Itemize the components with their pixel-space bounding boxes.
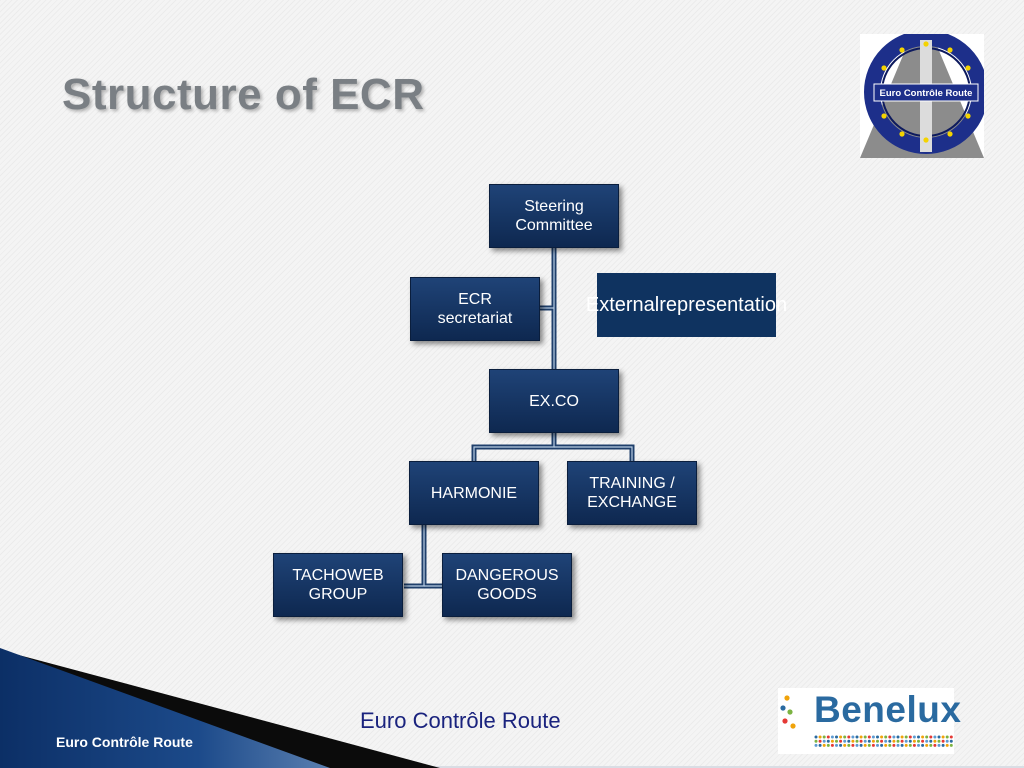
external-line2: representation	[659, 293, 788, 316]
node-training-line2: EXCHANGE	[587, 494, 677, 511]
footer-center-label: Euro Contrôle Route	[360, 708, 561, 733]
node-secretariat-line1: ECR	[458, 291, 492, 308]
node-secretariat-line2: secretariat	[437, 310, 513, 327]
node-dangerous-line1: DANGEROUS	[455, 567, 559, 584]
node-harmonie: HARMONIE	[409, 461, 539, 525]
ecr-logo: Euro Contrôle Route	[860, 34, 984, 158]
benelux-logo-text: Benelux	[814, 689, 962, 730]
external-representation-box: Externalrepresentation	[586, 273, 787, 337]
node-tachoweb-line2: GROUP	[308, 586, 368, 603]
external-line1: External	[585, 293, 660, 316]
node-dangerous-line2: GOODS	[477, 586, 537, 603]
node-tachoweb-line1: TACHOWEB	[292, 567, 384, 584]
node-harmonie-label: HARMONIE	[430, 484, 518, 502]
node-dangerous-goods: DANGEROUS GOODS	[442, 553, 572, 617]
ecr-logo-text: Euro Contrôle Route	[880, 88, 973, 99]
benelux-logo-dots	[778, 688, 954, 754]
node-training-line1: TRAINING /	[589, 475, 675, 492]
node-steering-line1: Steering	[524, 198, 584, 215]
footer-left-label: Euro Contrôle Route	[56, 734, 193, 750]
node-exco-label: EX.CO	[529, 392, 579, 410]
node-training-exchange: TRAINING / EXCHANGE	[567, 461, 697, 525]
node-tachoweb-group: TACHOWEB GROUP	[273, 553, 403, 617]
node-ecr-secretariat: ECR secretariat	[410, 277, 540, 341]
node-exco: EX.CO	[489, 369, 619, 433]
slide-title: Structure of ECR	[62, 70, 425, 119]
node-steering-line2: Committee	[515, 217, 593, 234]
